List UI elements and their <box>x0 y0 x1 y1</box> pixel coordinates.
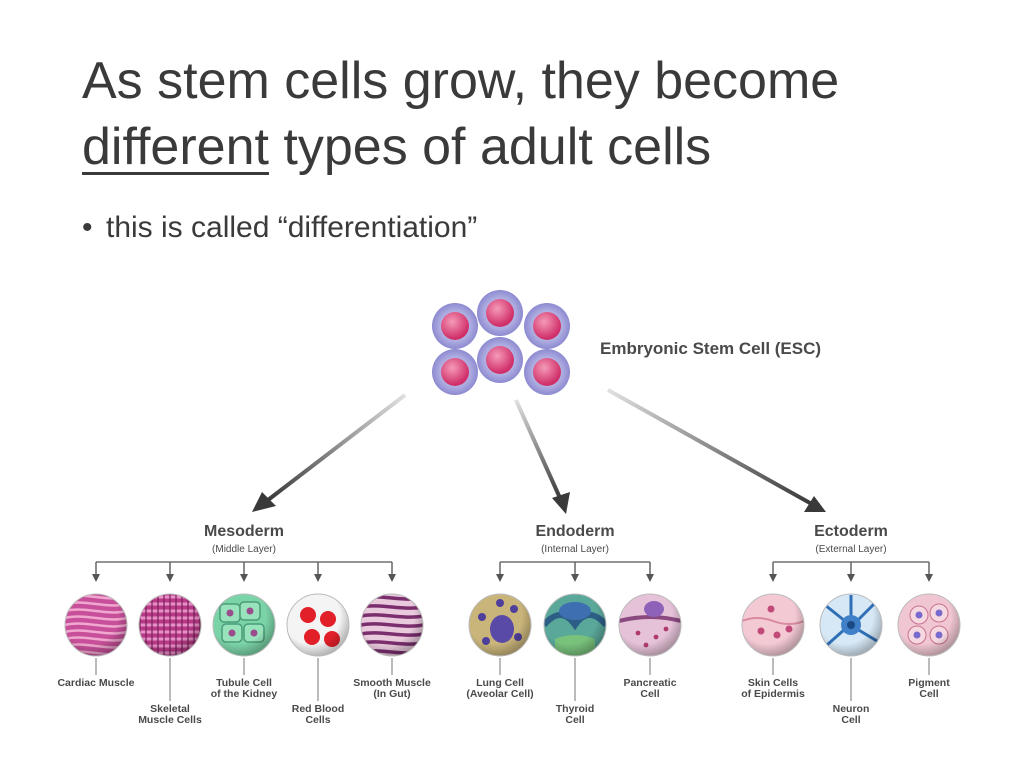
bullet-point: • this is called “differentiation” <box>82 208 477 248</box>
layer-name: Ectoderm <box>814 523 888 540</box>
kidney-tubule-cell-icon <box>212 593 276 657</box>
cell-label: Neuron <box>833 703 870 715</box>
cell-label: Red Blood <box>292 703 345 715</box>
stem-cell-icon <box>477 337 523 383</box>
thyroid-cell-icon <box>543 593 607 657</box>
cell-label: Skin Cells <box>748 677 798 689</box>
germ-layers: Mesoderm(Middle Layer)Cardiac MuscleSkel… <box>57 523 961 726</box>
arrowhead-icon <box>496 574 504 582</box>
cardiac-muscle-cell-icon <box>64 593 128 657</box>
germ-layer-endoderm: Endoderm (Internal Layer) Lung Cell(Aveola… <box>466 523 682 726</box>
stem-cell-icon <box>432 349 478 395</box>
skin-cell-icon <box>741 593 805 657</box>
cell-label: Thyroid <box>556 703 595 715</box>
stem-cell-icon <box>432 303 478 349</box>
slide-title: As stem cells grow, they become different… <box>82 48 982 180</box>
arrow-to-endoderm <box>514 399 570 514</box>
title-part-2: types of adult cells <box>268 118 712 176</box>
cell-type: Lung Cell(Aveolar Cell) <box>466 562 534 700</box>
cell-label: Muscle Cells <box>138 714 202 726</box>
cell-label: Tubule Cell <box>216 677 272 689</box>
title-part-1: As stem cells grow, they become <box>82 52 840 110</box>
cell-label: Smooth Muscle <box>353 677 431 689</box>
stem-cell-icon <box>524 349 570 395</box>
layer-subtitle: (Internal Layer) <box>541 544 609 555</box>
cell-label: of Epidermis <box>741 688 805 700</box>
cell-label: Cells <box>305 714 330 726</box>
pigment-cell-icon <box>897 593 961 657</box>
embryonic-stem-cell-cluster <box>432 290 570 395</box>
cell-label: (In Gut) <box>373 688 410 700</box>
cell-label: Lung Cell <box>476 677 524 689</box>
arrowhead-icon <box>769 574 777 582</box>
bullet-text: this is called “differentiation” <box>106 211 478 244</box>
stem-cell-icon <box>524 303 570 349</box>
cell-label: Pigment <box>908 677 950 689</box>
cell-label: of the Kidney <box>211 688 278 700</box>
bullet-icon: • <box>82 211 93 244</box>
smooth-muscle-cell-icon <box>360 593 424 657</box>
cell-label: Skeletal <box>150 703 190 715</box>
layer-name: Endoderm <box>535 523 614 540</box>
arrowhead-icon <box>571 574 579 582</box>
layer-subtitle: (Middle Layer) <box>212 544 276 555</box>
arrow-to-mesoderm <box>252 393 407 512</box>
arrowhead-icon <box>847 574 855 582</box>
germ-layer-mesoderm: Mesoderm(Middle Layer)Cardiac MuscleSkel… <box>57 523 430 726</box>
pancreatic-cell-icon <box>618 593 682 657</box>
arrow-to-ectoderm <box>607 388 826 512</box>
arrowhead-icon <box>314 574 322 582</box>
cell-label: (Aveolar Cell) <box>466 688 533 700</box>
arrowhead-icon <box>92 574 100 582</box>
arrowhead-icon <box>388 574 396 582</box>
cell-label: Cell <box>565 714 584 726</box>
cell-label: Cardiac Muscle <box>57 677 134 689</box>
layer-subtitle: (External Layer) <box>815 544 886 555</box>
arrowhead-icon <box>646 574 654 582</box>
cell-type: Cardiac Muscle <box>57 562 135 689</box>
lung-cell-icon <box>468 593 532 657</box>
arrowhead-icon <box>240 574 248 582</box>
red-blood-cell-icon <box>286 593 350 657</box>
layer-name: Mesoderm <box>204 523 284 540</box>
title-underlined-word: different <box>82 118 269 176</box>
stem-cell-icon <box>477 290 523 336</box>
cell-type: Smooth Muscle(In Gut) <box>353 562 431 700</box>
arrowhead-icon <box>925 574 933 582</box>
cell-label: Cell <box>640 688 659 700</box>
neuron-cell-icon <box>819 593 883 657</box>
cell-label: Pancreatic <box>623 677 676 689</box>
cell-label: Cell <box>919 688 938 700</box>
arrowhead-icon <box>166 574 174 582</box>
skeletal-muscle-cell-icon <box>138 593 202 657</box>
esc-label: Embryonic Stem Cell (ESC) <box>600 339 821 358</box>
cell-label: Cell <box>841 714 860 726</box>
